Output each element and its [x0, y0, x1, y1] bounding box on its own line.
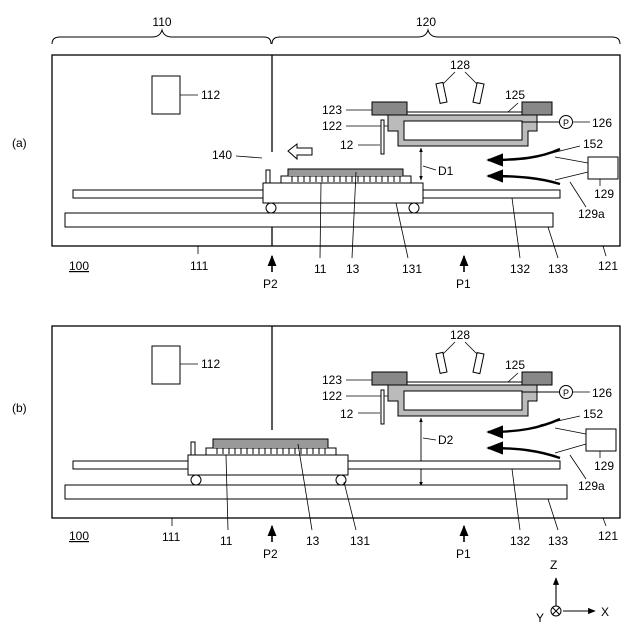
label-152-b: 152	[583, 407, 603, 421]
axis-z-label: Z	[550, 558, 557, 572]
clamp-123-right-b	[522, 372, 552, 385]
label-112: 112	[201, 88, 220, 102]
rail-133-b	[65, 485, 567, 499]
carriage-131	[263, 183, 423, 203]
rod-12	[381, 120, 384, 154]
label-125-b: 125	[505, 358, 525, 372]
lamp-128-right-b	[473, 353, 484, 374]
move-arrow-140	[288, 144, 312, 159]
controller-112-b	[152, 346, 180, 384]
gas-supply-129	[588, 157, 618, 179]
wheel-left	[266, 203, 276, 213]
flow-152-upper	[488, 149, 560, 160]
label-112-b: 112	[201, 357, 220, 371]
label-122-b: 122	[322, 389, 342, 403]
panel-b: (b) 112 128 P 126 125 123 122 12 D2	[12, 326, 620, 561]
label-12-b: 12	[340, 407, 354, 421]
mold-13-top-b	[213, 439, 328, 448]
label-11: 11	[314, 262, 327, 276]
wheel-left-b	[191, 475, 201, 485]
label-p1-b: P1	[456, 547, 471, 561]
label-128: 128	[450, 58, 470, 72]
label-111: 111	[190, 259, 209, 273]
panel-a: (a) 112 128 P 126 125 123 122 12	[12, 55, 620, 291]
flow-152-lower-b	[488, 448, 560, 458]
label-122: 122	[322, 119, 342, 133]
label-121-b: 121	[598, 529, 618, 543]
label-129a-b: 129a	[578, 479, 605, 493]
label-126: 126	[592, 116, 612, 130]
carriage-131-b	[188, 455, 348, 475]
rod-12-b	[381, 390, 384, 424]
label-110: 110	[152, 15, 171, 29]
label-d1: D1	[438, 164, 454, 178]
label-140: 140	[212, 148, 232, 162]
pump-symbol: P	[563, 118, 569, 128]
controller-112	[152, 76, 180, 114]
label-132-b: 132	[510, 534, 530, 548]
rail-133	[65, 213, 553, 227]
label-152: 152	[583, 137, 603, 151]
region-braces: 110 120	[52, 15, 620, 44]
label-111-b: 111	[162, 530, 181, 544]
label-100: 100	[69, 259, 89, 273]
label-11-b: 11	[220, 534, 233, 548]
label-121: 121	[598, 259, 618, 273]
label-131-b: 131	[350, 534, 370, 548]
label-100-b: 100	[69, 529, 89, 543]
mold-13-top	[288, 169, 403, 176]
label-p1: P1	[456, 277, 471, 291]
label-129-b: 129	[594, 459, 614, 473]
lamp-128-left	[436, 82, 447, 103]
flow-152-upper-b	[488, 419, 560, 432]
label-120: 120	[416, 15, 436, 29]
label-p2: P2	[263, 277, 278, 291]
label-132: 132	[510, 262, 530, 276]
label-129a: 129a	[578, 207, 605, 221]
label-13-b: 13	[306, 534, 320, 548]
flow-152-lower	[488, 176, 560, 184]
panel-b-tag: (b)	[12, 401, 27, 415]
label-128-b: 128	[450, 328, 470, 342]
head-cavity-b	[404, 391, 522, 410]
pin-b	[191, 442, 195, 455]
lamp-128-right	[473, 83, 484, 104]
label-125: 125	[505, 88, 525, 102]
label-13: 13	[346, 262, 360, 276]
label-123-b: 123	[322, 373, 342, 387]
gas-supply-129-b	[586, 429, 616, 451]
axis-x-label: X	[601, 605, 609, 619]
label-123: 123	[322, 103, 342, 117]
wheel-right	[409, 203, 419, 213]
label-12: 12	[340, 138, 354, 152]
pump-symbol-b: P	[563, 388, 569, 398]
label-133-b: 133	[548, 534, 568, 548]
label-133: 133	[548, 262, 568, 276]
label-129: 129	[594, 187, 614, 201]
clamp-123-left	[372, 102, 407, 115]
panel-a-tag: (a)	[12, 136, 27, 150]
clamp-123-right	[522, 102, 552, 115]
lamp-128-left-b	[436, 352, 447, 373]
head-cavity	[404, 121, 522, 140]
clamp-123-left-b	[372, 372, 407, 385]
label-131: 131	[402, 262, 422, 276]
label-d2: D2	[438, 433, 454, 447]
label-126-b: 126	[592, 386, 612, 400]
axis-y-label: Y	[536, 611, 544, 625]
label-p2-b: P2	[263, 547, 278, 561]
coordinate-axes: Z X Y	[536, 558, 609, 625]
pin-a	[266, 170, 270, 183]
